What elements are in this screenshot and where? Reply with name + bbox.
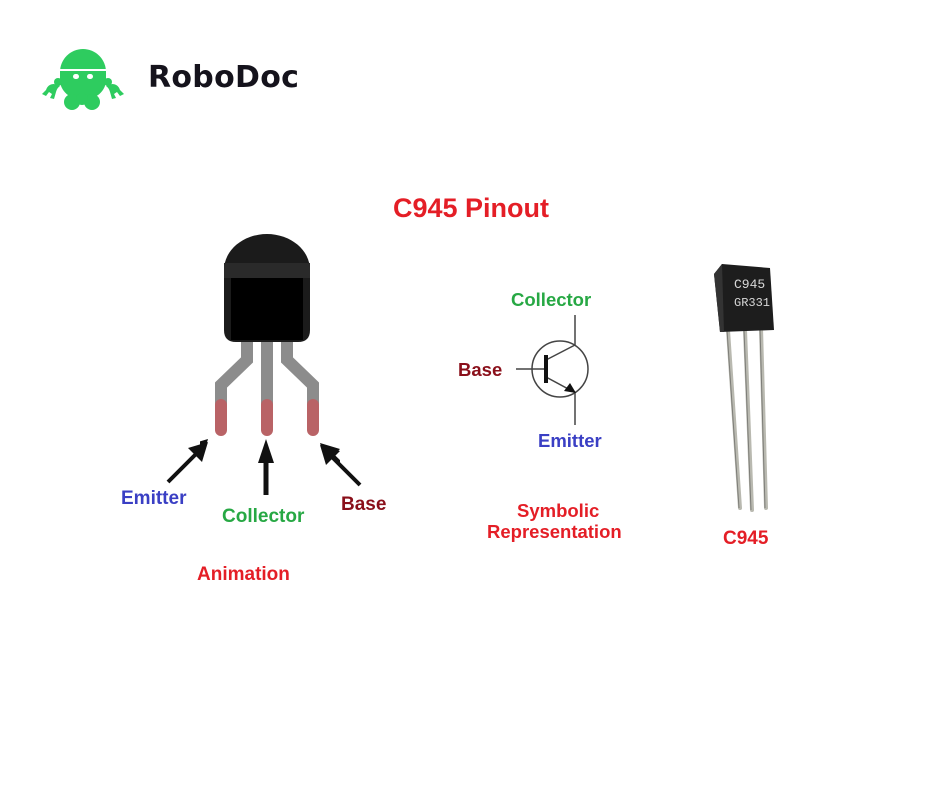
animation-collector-label: Collector bbox=[222, 506, 305, 527]
c945-transistor-photo: C945 GR331 bbox=[714, 264, 774, 512]
photo-caption: C945 bbox=[723, 528, 769, 549]
brand-name: RoboDoc bbox=[148, 60, 300, 95]
symbol-caption-line1: Symbolic bbox=[517, 500, 600, 521]
symbol-base-label: Base bbox=[458, 359, 503, 380]
animation-caption: Animation bbox=[197, 564, 290, 585]
animation-emitter-label: Emitter bbox=[121, 488, 187, 509]
symbol-emitter-label: Emitter bbox=[538, 430, 602, 451]
brand-logo[interactable]: RoboDoc bbox=[40, 44, 310, 114]
npn-transistor-symbol bbox=[516, 315, 589, 425]
transistor-animation-illustration bbox=[200, 234, 340, 495]
animation-base-label: Base bbox=[341, 494, 387, 515]
photo-marking-line2: GR331 bbox=[734, 296, 770, 310]
pin-arrows bbox=[166, 442, 362, 487]
symbol-caption-line2: Representation bbox=[487, 521, 622, 542]
robot-mascot-icon bbox=[42, 49, 124, 110]
photo-marking-line1: C945 bbox=[734, 277, 765, 292]
symbol-collector-label: Collector bbox=[511, 289, 592, 310]
diagram-title: C945 Pinout bbox=[393, 193, 550, 223]
